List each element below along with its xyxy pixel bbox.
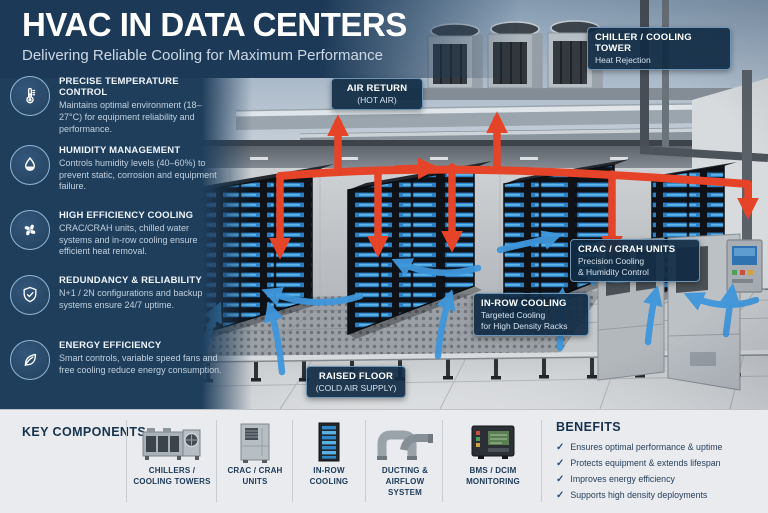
check-icon: ✓: [556, 442, 565, 453]
shield-check-icon: [10, 274, 50, 315]
check-icon: ✓: [556, 458, 565, 469]
feature-energy: ENERGY EFFICIENCY Smart controls, variab…: [10, 339, 226, 396]
label-air-return: AIR RETURN (HOT AIR): [331, 78, 423, 110]
feature-title: REDUNDANCY & RELIABILITY: [59, 274, 202, 286]
feature-desc: Smart controls, variable speed fans and …: [59, 352, 222, 375]
feature-humidity: HUMIDITY MANAGEMENT Controls humidity le…: [10, 144, 226, 201]
feature-desc: Controls humidity levels (40–60%) to pre…: [59, 157, 217, 192]
divider: [126, 420, 127, 502]
component-bms: BMS / DCIM MONITORING: [448, 418, 538, 510]
benefits-section: BENEFITS ✓ Ensures optimal performance &…: [556, 420, 762, 506]
header: HVAC IN DATA CENTERS Delivering Reliable…: [22, 6, 407, 64]
component-label: CHILLERS / COOLING TOWERS: [133, 466, 211, 486]
component-crac: CRAC / CRAH UNITS: [219, 418, 291, 510]
divider: [541, 420, 542, 502]
feature-title: ENERGY EFFICIENCY: [59, 339, 162, 351]
feature-desc: N+1 / 2N configurations and backup syste…: [59, 287, 203, 310]
component-inrow: IN-ROW COOLING: [295, 418, 363, 510]
thermometer-icon: [10, 76, 50, 116]
component-chillers: CHILLERS / COOLING TOWERS: [130, 418, 214, 510]
benefit-item: ✓ Improves energy efficiency: [556, 474, 675, 485]
check-icon: ✓: [556, 474, 565, 485]
key-components-heading: KEY COMPONENTS: [22, 425, 147, 439]
in-row-cooling-icon: [295, 418, 363, 466]
benefit-item: ✓ Protects equipment & extends lifespan: [556, 458, 721, 469]
component-label: CRAC / CRAH UNITS: [227, 466, 283, 486]
feature-title: PRECISE TEMPERATURE CONTROL: [59, 76, 179, 98]
feature-list: PRECISE TEMPERATURE CONTROL Maintains op…: [10, 76, 226, 405]
label-in-row-cooling: IN-ROW COOLING Targeted Cooling for High…: [473, 293, 589, 336]
header-navy-overlay: [0, 0, 520, 78]
bms-dcim-monitoring-icon: [448, 418, 538, 466]
page-title: HVAC IN DATA CENTERS: [22, 6, 407, 43]
check-icon: ✓: [556, 490, 565, 501]
feature-temperature: PRECISE TEMPERATURE CONTROL Maintains op…: [10, 76, 226, 136]
feature-desc: Maintains optimal environment (18–27°C) …: [59, 100, 202, 134]
benefits-heading: BENEFITS: [556, 420, 622, 434]
benefit-item: ✓ Ensures optimal performance & uptime: [556, 442, 723, 453]
feature-title: HIGH EFFICIENCY COOLING: [59, 209, 194, 221]
divider: [442, 420, 443, 502]
leaf-icon: [10, 339, 50, 380]
ducting-airflow-icon: [368, 418, 442, 466]
divider: [292, 420, 293, 502]
feature-redundancy: REDUNDANCY & RELIABILITY N+1 / 2N config…: [10, 274, 226, 331]
feature-cooling: HIGH EFFICIENCY COOLING CRAC/CRAH units,…: [10, 209, 226, 266]
component-label: BMS / DCIM MONITORING: [466, 466, 520, 486]
page-subtitle: Delivering Reliable Cooling for Maximum …: [22, 47, 383, 64]
component-label: IN-ROW COOLING: [309, 466, 349, 486]
label-raised-floor: RAISED FLOOR (COLD AIR SUPPLY): [306, 366, 406, 398]
chillers-cooling-towers-icon: [130, 418, 214, 466]
component-ducting: DUCTING & AIRFLOW SYSTEM: [368, 418, 442, 510]
component-label: DUCTING & AIRFLOW SYSTEM: [381, 466, 429, 497]
droplet-icon: [10, 144, 50, 185]
crac-crah-units-icon: [219, 418, 291, 466]
label-chiller-cooling-tower: CHILLER / COOLING TOWER Heat Rejection: [587, 27, 731, 70]
benefit-item: ✓ Supports high density deployments: [556, 490, 708, 501]
datacenter-scene: HVAC IN DATA CENTERS Delivering Reliable…: [0, 0, 768, 409]
feature-desc: CRAC/CRAH units, chilled water systems a…: [59, 222, 198, 257]
label-crac-crah-units: CRAC / CRAH UNITS Precision Cooling & Hu…: [570, 239, 700, 282]
bottom-panel: KEY COMPONENTS CHILLERS /: [0, 409, 768, 513]
fan-icon: [10, 209, 50, 250]
divider: [365, 420, 366, 502]
feature-title: HUMIDITY MANAGEMENT: [59, 144, 181, 156]
divider: [216, 420, 217, 502]
